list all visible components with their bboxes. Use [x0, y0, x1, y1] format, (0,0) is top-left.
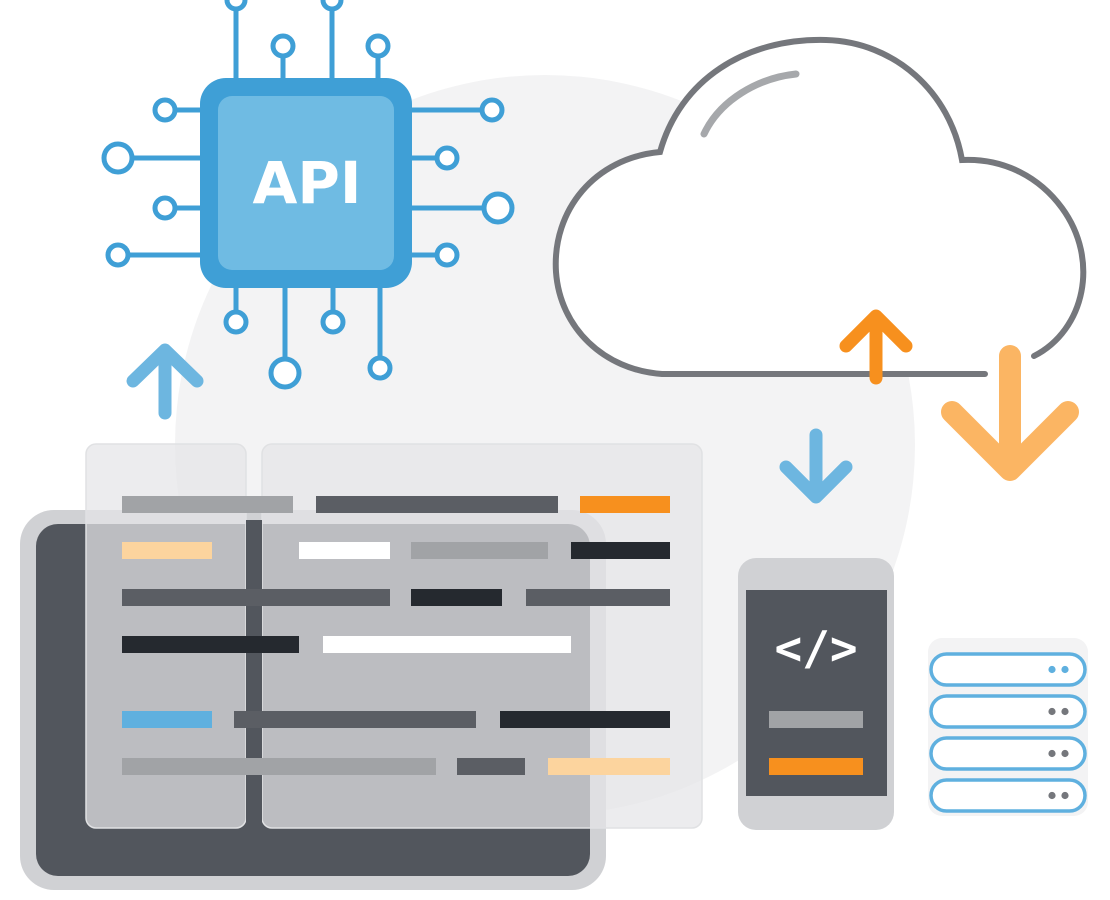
- server-unit: [929, 694, 1087, 729]
- server-rack-icon: [928, 638, 1088, 816]
- chip-trace: [152, 195, 200, 221]
- code-line-segment: [411, 542, 548, 559]
- cloud-outline: [552, 36, 1087, 377]
- arrow-down-icon: [779, 428, 853, 504]
- code-lines: [122, 496, 670, 775]
- code-window-divider: [246, 520, 262, 828]
- chip-trace: [152, 97, 200, 123]
- chip-trace: [365, 33, 391, 78]
- server-led: [1048, 665, 1056, 674]
- chip-trace: [412, 191, 515, 225]
- phone-line-grey: [769, 711, 863, 728]
- phone-icon: </>: [738, 558, 894, 830]
- phone-line-orange: [769, 758, 863, 775]
- server-led: [1048, 749, 1056, 758]
- chip-trace: [270, 33, 296, 78]
- server-led: [1061, 707, 1069, 716]
- code-line-segment: [234, 711, 476, 728]
- chip-trace: [224, 0, 248, 78]
- chip-trace: [412, 97, 505, 123]
- code-line-segment: [122, 636, 299, 653]
- server-led: [1048, 707, 1056, 716]
- chip-trace: [105, 242, 200, 268]
- chip-trace: [412, 242, 460, 268]
- server-led: [1048, 791, 1056, 800]
- code-line-segment: [122, 496, 293, 513]
- code-line-segment: [580, 496, 670, 513]
- server-led: [1061, 749, 1069, 758]
- api-chip-label: API: [253, 149, 362, 217]
- code-line-segment: [548, 758, 670, 775]
- code-icon: </>: [774, 621, 857, 675]
- code-line-segment: [299, 542, 390, 559]
- code-line-segment: [411, 589, 502, 606]
- code-line-segment: [316, 496, 558, 513]
- code-window: [85, 443, 703, 829]
- server-led: [1061, 791, 1069, 800]
- chip-trace: [412, 145, 460, 171]
- code-line-segment: [122, 711, 212, 728]
- code-line-segment: [122, 589, 390, 606]
- cloud-icon: [552, 36, 1087, 377]
- chip-trace: [320, 288, 346, 335]
- chip-trace: [101, 141, 200, 175]
- cloud-highlight: [700, 70, 800, 138]
- code-line-segment: [122, 542, 212, 559]
- arrow-up-icon: [839, 309, 913, 385]
- chip-trace: [320, 0, 344, 78]
- server-led: [1061, 665, 1069, 674]
- server-unit: [929, 778, 1087, 813]
- chip-trace: [367, 288, 393, 381]
- code-line-segment: [457, 758, 525, 775]
- code-line-segment: [571, 542, 670, 559]
- code-line-segment: [323, 636, 571, 653]
- server-unit: [929, 736, 1087, 771]
- arrow-up-icon: [126, 343, 204, 420]
- api-chip-icon: API: [101, 0, 515, 390]
- api-chip-face: [218, 96, 394, 270]
- chip-trace: [223, 288, 249, 335]
- chip-trace: [268, 288, 302, 390]
- server-unit: [929, 652, 1087, 687]
- arrow-down-icon: [941, 345, 1079, 481]
- code-line-segment: [526, 589, 670, 606]
- code-line-segment: [500, 711, 670, 728]
- code-line-segment: [122, 758, 436, 775]
